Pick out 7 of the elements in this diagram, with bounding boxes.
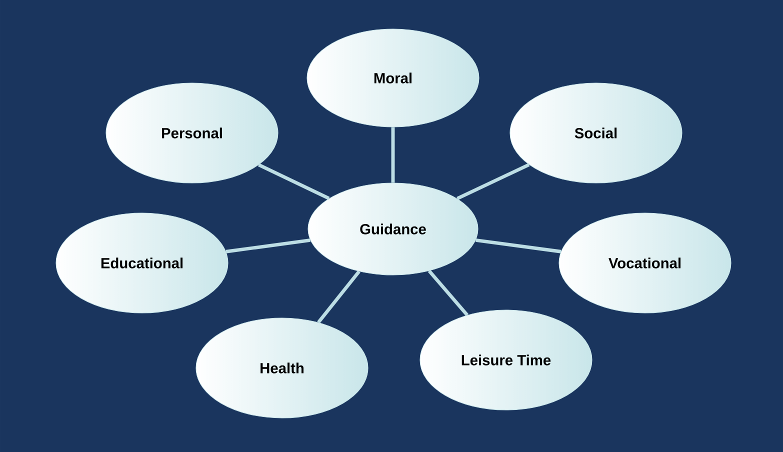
connector-line <box>317 270 360 324</box>
connector-line <box>226 238 311 254</box>
connector-line <box>258 163 330 200</box>
connector-line <box>456 163 530 200</box>
connector-line <box>428 270 469 316</box>
connector-line <box>391 127 395 183</box>
connector-line <box>476 238 562 254</box>
